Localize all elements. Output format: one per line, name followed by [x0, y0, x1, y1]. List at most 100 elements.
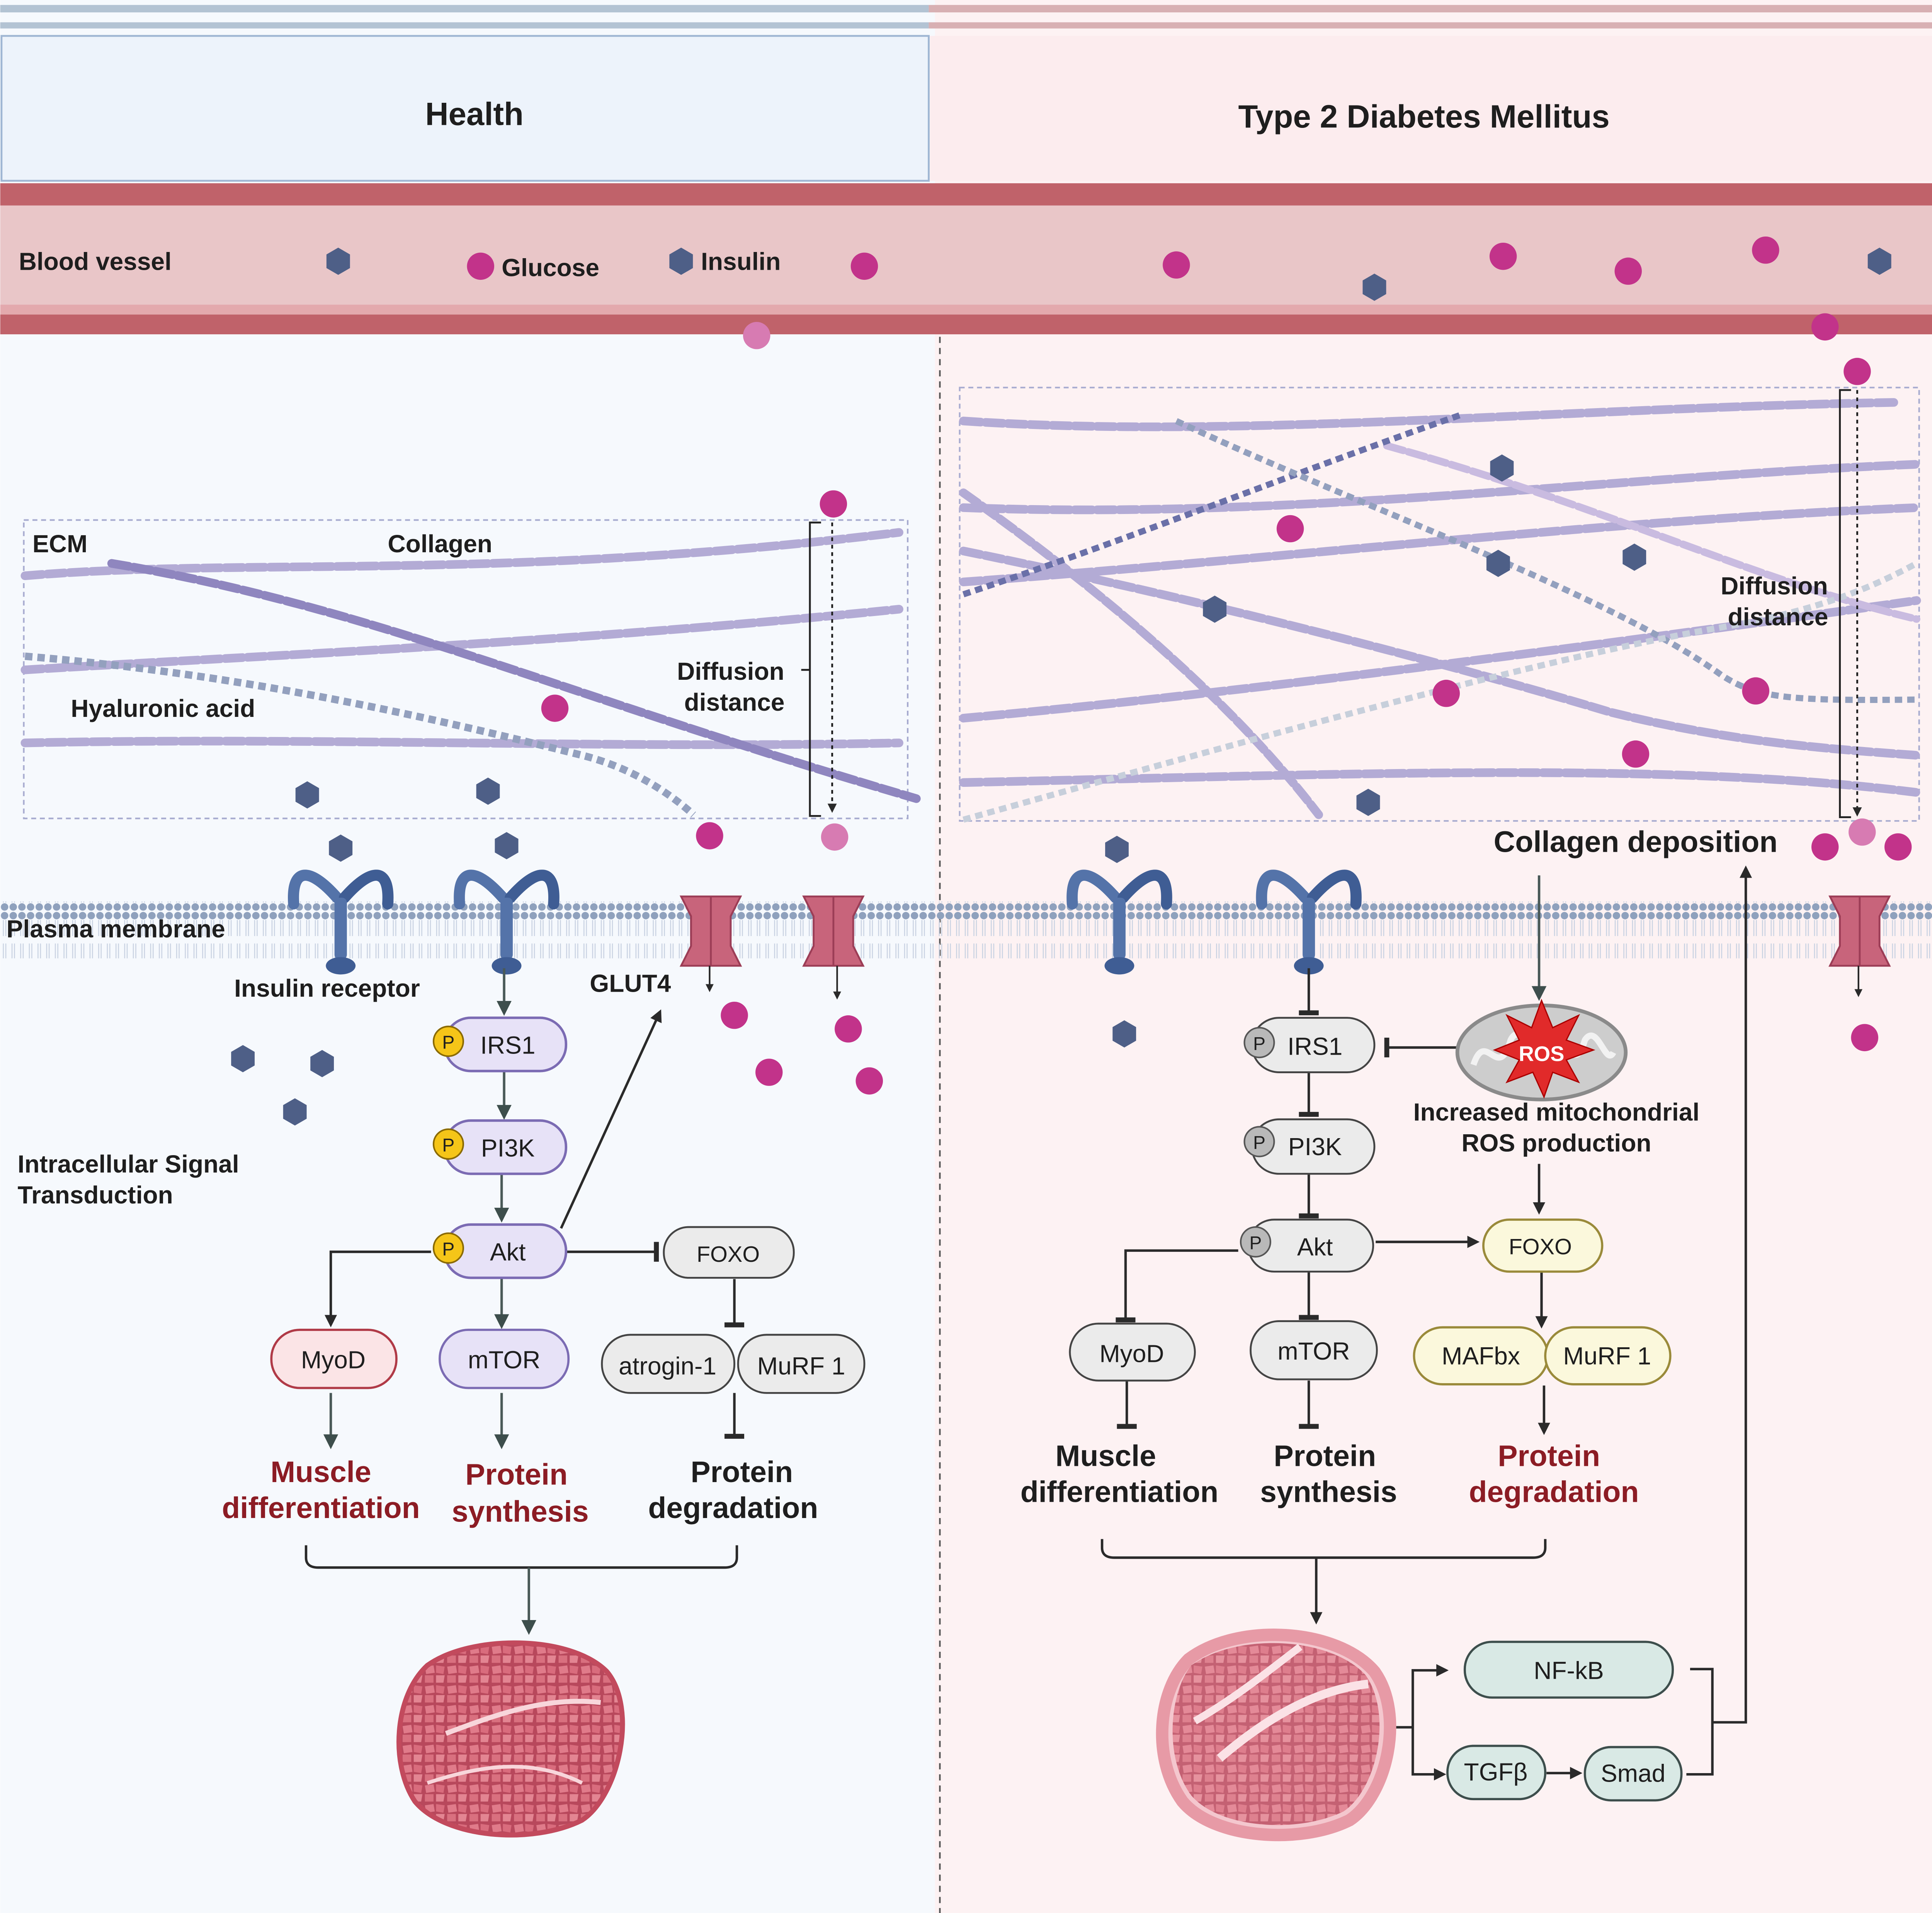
insulin-receptor-icon — [454, 870, 560, 975]
health-hyaluronic-acid — [24, 652, 696, 818]
glucose-icon — [855, 1067, 883, 1095]
disease-title: Type 2 Diabetes Mellitus — [1238, 99, 1609, 134]
ros-label: ROS — [1519, 1042, 1564, 1066]
health-protein-synthesis: synthesis — [452, 1495, 589, 1528]
health-ecm-box — [23, 519, 909, 819]
glucose-icon — [1742, 677, 1770, 705]
health-akt-label: Akt — [490, 1238, 526, 1266]
phospho-label: P — [1253, 1133, 1265, 1153]
glut4-transporter-icon — [1828, 895, 1891, 967]
disease-protein-degradation: Protein — [1498, 1439, 1600, 1472]
glucose-icon — [696, 822, 723, 849]
disease-protein-synthesis: synthesis — [1260, 1475, 1397, 1508]
health-atrogin-node — [601, 1334, 735, 1394]
glucose-icon — [1614, 257, 1642, 285]
health-pathway — [304, 968, 745, 1635]
intracellular-signal-label: Transduction — [18, 1181, 173, 1209]
diffusion-distance-label: distance — [1728, 603, 1828, 631]
phospho-label: P — [442, 1033, 454, 1053]
health-protein-degradation: Protein — [690, 1455, 793, 1489]
disease-akt-label: Akt — [1297, 1233, 1333, 1261]
glucose-icon — [835, 1015, 862, 1043]
disease-muscle-differentiation: differentiation — [1020, 1475, 1219, 1508]
health-foxo-node — [663, 1226, 795, 1279]
phospho-label: P — [442, 1239, 454, 1260]
health-header-box — [0, 35, 930, 182]
plasma-membrane — [0, 901, 1932, 958]
disease-smad-label: Smad — [1601, 1759, 1665, 1787]
disease-top-stripe — [929, 5, 1932, 13]
mitochondrial-ros-label: ROS production — [1461, 1129, 1651, 1157]
hyaluronic-acid-label: Hyaluronic acid — [71, 694, 255, 722]
glucose-icon — [467, 252, 495, 280]
glut4-label: GLUT4 — [590, 969, 671, 997]
glucose-icon — [541, 694, 569, 722]
glucose-icon — [1811, 313, 1839, 341]
phospho-icon — [1243, 1126, 1275, 1157]
disease-tgfb-label: TGFβ — [1464, 1758, 1527, 1786]
disease-myod-node — [1069, 1322, 1196, 1382]
disease-nfkb-label: NF-kB — [1534, 1656, 1604, 1684]
phospho-icon — [1240, 1226, 1271, 1258]
health-muscle-differentiation: differentiation — [222, 1491, 420, 1525]
disease-mtor-node — [1250, 1320, 1378, 1380]
ecm-label: ECM — [32, 530, 87, 558]
glucose-icon — [755, 1059, 783, 1086]
disease-hyaluronic-acid — [962, 412, 1919, 823]
disease-mtor-label: mTOR — [1277, 1337, 1350, 1365]
glut4-transporter-icon — [679, 895, 742, 967]
glucose-icon — [821, 823, 849, 851]
healthy-muscle-icon — [396, 1640, 625, 1838]
disease-header-box — [930, 36, 1932, 181]
phospho-label: P — [1249, 1233, 1262, 1254]
collagen-deposition-label: Collagen deposition — [1494, 825, 1778, 858]
health-mtor-node — [439, 1329, 570, 1389]
phospho-icon — [432, 1232, 464, 1264]
disease-protein-synthesis: Protein — [1274, 1439, 1376, 1472]
health-murf-node — [737, 1334, 866, 1394]
health-irs1-label: IRS1 — [480, 1031, 535, 1059]
disease-smad-node — [1583, 1746, 1683, 1802]
glucose-icon — [1811, 833, 1839, 861]
health-pi3k-label: PI3K — [481, 1134, 535, 1162]
disease-pi3k-label: PI3K — [1288, 1133, 1342, 1161]
glucose-icon — [1849, 818, 1876, 846]
glucose-icon — [721, 1001, 748, 1029]
insulin-receptor-icon — [287, 870, 394, 975]
intracellular-signal-label: Intracellular Signal — [18, 1150, 239, 1178]
glucose-icon — [850, 252, 878, 280]
blood-vessel-label: Blood vessel — [19, 247, 172, 275]
health-muscle-differentiation: Muscle — [270, 1455, 371, 1489]
insulin-receptor-label: Insulin receptor — [234, 974, 420, 1002]
glucose-legend-label: Glucose — [502, 254, 599, 281]
health-foxo-label: FOXO — [697, 1242, 760, 1267]
glucose-icon — [820, 490, 847, 518]
health-collagen-fibers — [20, 528, 921, 803]
phospho-icon — [1243, 1027, 1275, 1059]
disease-pathway — [1100, 865, 1752, 1781]
glucose-icon — [1489, 242, 1517, 270]
disease-foxo-node — [1482, 1218, 1604, 1273]
disease-ecm-box — [959, 386, 1920, 822]
glucose-icon — [1884, 833, 1912, 861]
phospho-label: P — [442, 1135, 454, 1156]
glucose-icon — [743, 322, 770, 349]
diffusion-distance-label: Diffusion — [1721, 572, 1828, 600]
health-protein-synthesis: Protein — [465, 1458, 568, 1491]
disease-tgfb-node — [1446, 1745, 1546, 1801]
glucose-icon — [1432, 679, 1460, 707]
glucose-icon — [1163, 251, 1190, 279]
health-title: Health — [425, 96, 524, 132]
glucose-icon — [1276, 515, 1304, 543]
health-myod-node — [270, 1329, 398, 1389]
diffusion-distance-label: Diffusion — [677, 657, 784, 685]
disease-protein-degradation: degradation — [1469, 1475, 1639, 1508]
disease-nfkb-node — [1463, 1641, 1674, 1699]
disease-murf-label: MuRF 1 — [1563, 1342, 1651, 1370]
health-myod-label: MyoD — [301, 1346, 366, 1373]
diffusion-distance-bracket — [1839, 389, 1851, 818]
glucose-icon — [1752, 236, 1779, 264]
mitochondrial-ros-label: Increased mitochondrial — [1413, 1098, 1699, 1126]
phospho-icon — [432, 1128, 464, 1160]
